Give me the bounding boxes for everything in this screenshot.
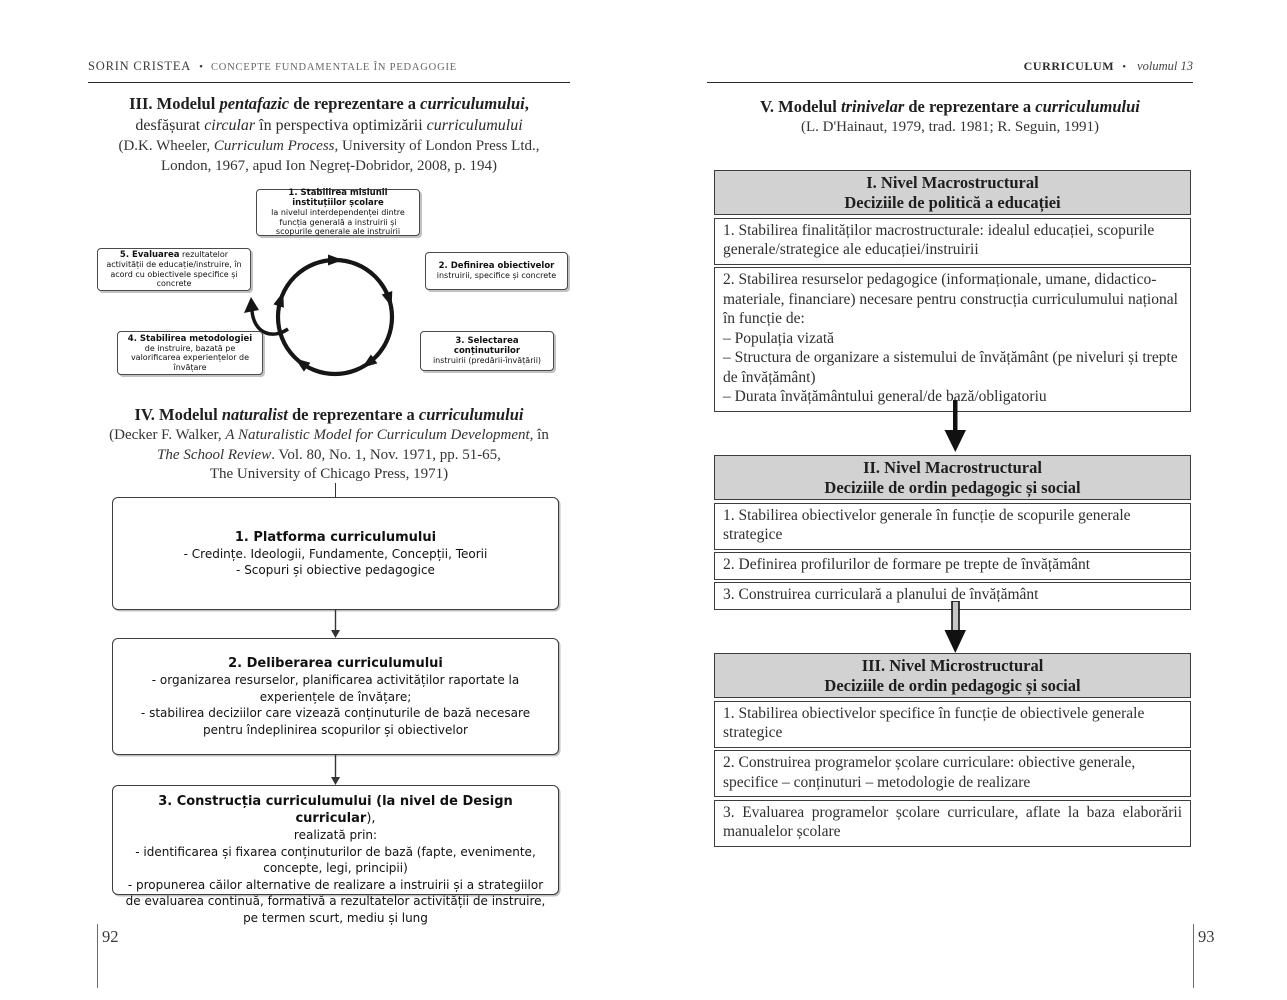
author-name: SORIN CRISTEA <box>88 59 192 73</box>
cycle-arrows-icon <box>244 254 395 377</box>
cycle-box-4-methodology: 4. Stabilirea metodologiei de instruire,… <box>117 331 263 375</box>
model-iv-heading: IV. Modelul naturalist de reprezentare a… <box>88 404 570 485</box>
model-v-heading: V. Modelul trinivelar de reprezentare a … <box>707 96 1193 138</box>
table-row: 1. Stabilirea finalităților macrostructu… <box>714 217 1191 265</box>
folio-rule <box>1193 924 1195 988</box>
page-number-left: 92 <box>102 927 119 946</box>
flow-box-3-title: 3. Construcția curriculumului (la nivel … <box>158 794 513 826</box>
table-row: 3. Evaluarea programelor școlare curricu… <box>714 799 1191 847</box>
bullet-separator: • <box>1122 61 1127 73</box>
series-title: CURRICULUM <box>1023 59 1115 73</box>
model-iii-title-line2: desfășurat circular în perspectiva optim… <box>135 117 523 134</box>
model-iv-source-line1: (Decker F. Walker, A Naturalistic Model … <box>109 427 549 443</box>
cycle-box-5-evaluation: 5. Evaluarea rezultatelor activității de… <box>97 248 251 291</box>
flow-box-3-construction: 3. Construcția curriculumului (la nivel … <box>112 785 559 925</box>
level-table-header: I. Nivel Macrostructural Deciziile de po… <box>714 170 1191 215</box>
volume-label: volumul 13 <box>1137 59 1193 73</box>
folio-rule <box>97 924 99 988</box>
cycle-box-1-mission: 1. Stabilirea misiunii instituțiilor șco… <box>256 188 420 236</box>
level-table-microstructural: III. Nivel Microstructural Deciziile de … <box>714 653 1191 847</box>
flow-arrow-icon <box>331 755 340 785</box>
flow-box-2-deliberation: 2. Deliberarea curriculumului - organiza… <box>112 638 559 755</box>
running-head-left: SORIN CRISTEA • CONCEPTE FUNDAMENTALE ÎN… <box>88 57 570 83</box>
model-v-source-line: (L. D'Hainaut, 1979, trad. 1981; R. Segu… <box>800 119 1100 135</box>
level-table-macrostructural-1: I. Nivel Macrostructural Deciziile de po… <box>714 170 1191 412</box>
table-row: 2. Stabilirea resurselor pedagogice (inf… <box>714 267 1191 412</box>
cycle-box-3-contents: 3. Selectarea conținuturilor instruirii … <box>420 331 554 371</box>
model-iv-title-line1: IV. Modelul naturalist de reprezentare a… <box>134 405 524 424</box>
table-row: 1. Stabilirea obiectivelor specifice în … <box>714 700 1191 748</box>
level-arrow-icon <box>944 400 966 452</box>
flow-box-1-platform: 1. Platforma curriculumului - Credințe. … <box>112 497 559 610</box>
flow-arrow-icon <box>331 610 340 638</box>
model-iv-source-line2: The School Review. Vol. 80, No. 1, Nov. … <box>157 446 501 463</box>
model-iii-title-line1: III. Modelul pentafazic de reprezentare … <box>129 94 529 113</box>
model-iv-source-line3: The University of Chicago Press, 1971) <box>209 466 449 482</box>
level-table-header: III. Nivel Microstructural Deciziile de … <box>714 653 1191 698</box>
level-table-header: II. Nivel Macrostructural Deciziile de o… <box>714 455 1191 500</box>
table-row: 3. Construirea curriculară a planului de… <box>714 582 1191 610</box>
model-iii-source-line1: (D.K. Wheeler, Curriculum Process, Unive… <box>118 138 540 154</box>
table-row: 1. Stabilirea obiectivelor generale în f… <box>714 502 1191 550</box>
model-iii-source-line2: London, 1967, apud Ion Negreț-Dobridor, … <box>160 157 497 174</box>
cycle-box-2-objectives: 2. Definirea obiectivelor instruirii, sp… <box>425 252 568 290</box>
table-row: 2. Definirea profilurilor de formare pe … <box>714 552 1191 580</box>
page-number-right: 93 <box>1198 927 1215 946</box>
model-v-title-line1: V. Modelul trinivelar de reprezentare a … <box>760 97 1140 116</box>
bullet-separator: • <box>199 61 203 73</box>
table-row: 2. Construirea programelor școlare curri… <box>714 750 1191 797</box>
model-iii-heading: III. Modelul pentafazic de reprezentare … <box>88 93 570 176</box>
flow-connector-line <box>335 483 337 497</box>
running-head-right: CURRICULUM • volumul 13 <box>707 57 1193 83</box>
level-arrow-icon <box>944 601 966 653</box>
level-table-macrostructural-2: II. Nivel Macrostructural Deciziile de o… <box>714 455 1191 610</box>
series-title: CONCEPTE FUNDAMENTALE ÎN PEDAGOGIE <box>210 62 457 73</box>
